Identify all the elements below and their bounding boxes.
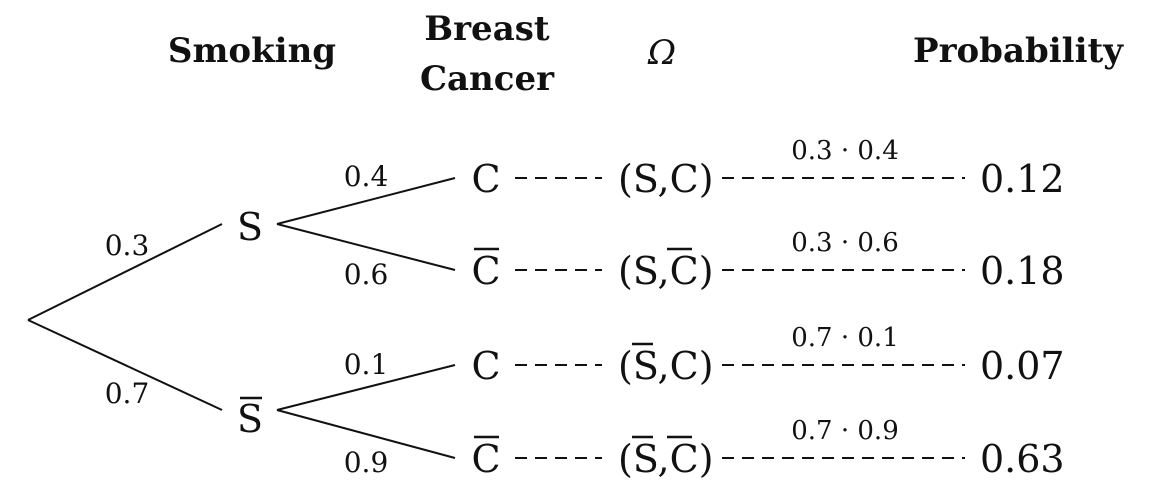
omega-outcome-3: (S,C) (618, 344, 714, 388)
omega-outcome-1: (S,C) (618, 157, 714, 201)
omega-open-paren: ( (618, 249, 633, 293)
omega-c: C (670, 437, 699, 481)
omega-close-paren: ) (699, 344, 714, 388)
omega-close-paren: ) (699, 437, 714, 481)
node-cancer-4: C (471, 437, 500, 481)
calc-1: 0.3 · 0.4 (791, 136, 899, 166)
branch-root-to-nonsmoker (27, 319, 223, 411)
omega-close-paren: ) (699, 249, 714, 293)
omega-c: C (670, 344, 699, 388)
prob-smoker: 0.3 (105, 229, 150, 262)
omega-comma: , (658, 249, 670, 293)
omega-comma: , (658, 157, 670, 201)
omega-open-paren: ( (618, 344, 633, 388)
omega-comma: , (658, 437, 670, 481)
omega-c: C (670, 249, 699, 293)
node-cancer-2: C (471, 249, 500, 293)
omega-s: S (633, 157, 658, 201)
prob-nonsmoker: 0.7 (105, 377, 150, 410)
node-cancer-3: C (471, 344, 500, 388)
header-smoking: Smoking (168, 31, 336, 71)
calc-2: 0.3 · 0.6 (791, 228, 899, 258)
omega-c: C (670, 157, 699, 201)
omega-outcome-2: (S,C) (618, 249, 714, 293)
omega-s: S (633, 249, 658, 293)
header-cancer-line2: Cancer (420, 59, 555, 99)
omega-s: S (633, 437, 658, 481)
calc-4: 0.7 · 0.9 (791, 416, 899, 446)
branch-nonsmoker-to-cancer (276, 364, 456, 411)
omega-open-paren: ( (618, 437, 633, 481)
branch-nonsmoker-to-no-cancer (276, 409, 456, 459)
omega-s: S (633, 344, 658, 388)
node-nonsmoker: S (237, 397, 263, 441)
header-omega: Ω (647, 33, 676, 73)
header-probability: Probability (913, 31, 1124, 71)
result-2: 0.18 (980, 249, 1065, 293)
calc-3: 0.7 · 0.1 (791, 323, 899, 353)
result-1: 0.12 (980, 157, 1065, 201)
branch-smoker-to-cancer (276, 177, 456, 225)
branch-smoker-to-no-cancer (276, 223, 456, 271)
branch-prob-3: 0.1 (344, 348, 389, 381)
result-4: 0.63 (980, 437, 1065, 481)
node-smoker: S (237, 205, 263, 249)
header-cancer-line1: Breast (424, 9, 549, 49)
branch-root-to-smoker (27, 223, 223, 321)
branch-prob-1: 0.4 (344, 160, 389, 193)
result-3: 0.07 (980, 344, 1065, 388)
node-cancer-1: C (471, 157, 500, 201)
omega-comma: , (658, 344, 670, 388)
omega-outcome-4: (S,C) (618, 437, 714, 481)
omega-close-paren: ) (699, 157, 714, 201)
branch-prob-2: 0.6 (344, 258, 389, 291)
branch-prob-4: 0.9 (344, 446, 389, 479)
omega-open-paren: ( (618, 157, 633, 201)
